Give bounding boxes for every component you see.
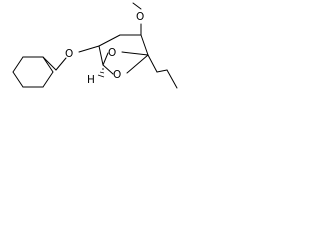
bond-c4-o-lower [102,64,114,75]
bond-o-lower-c6 [126,54,149,74]
bond-cy5-cy6 [42,71,54,88]
bond-cy6-cy1 [42,56,54,73]
bond-propyl1-propyl2 [156,69,168,73]
bond-c3-c4 [98,45,104,66]
bond-cy2-cy3 [12,56,24,73]
bond-methyl-o [132,2,142,10]
bond-c4-o-bridge [102,52,109,66]
bond-cy3-cy4 [12,71,24,88]
atom-o-methoxy: O [136,11,144,23]
bond-c3-o-ether [78,45,100,53]
bond-ch2-cy1 [42,56,57,71]
bond-propyl2-propyl3 [166,69,178,89]
stereo-hash-bond [97,68,105,78]
bond-c1-c6 [140,34,149,56]
molecule-structure: O O O O H [12,2,178,89]
bond-c2-c3 [98,34,121,47]
atom-o-ether: O [65,48,73,60]
bond-c6-propyl1 [147,54,158,73]
atom-o-bridge-upper: O [108,47,116,59]
atom-h-stereo: H [87,74,95,86]
atom-o-bridge-lower: O [113,69,121,81]
bond-o-bridge-c6 [121,51,149,56]
bond-o-ether-ch2 [55,57,67,71]
